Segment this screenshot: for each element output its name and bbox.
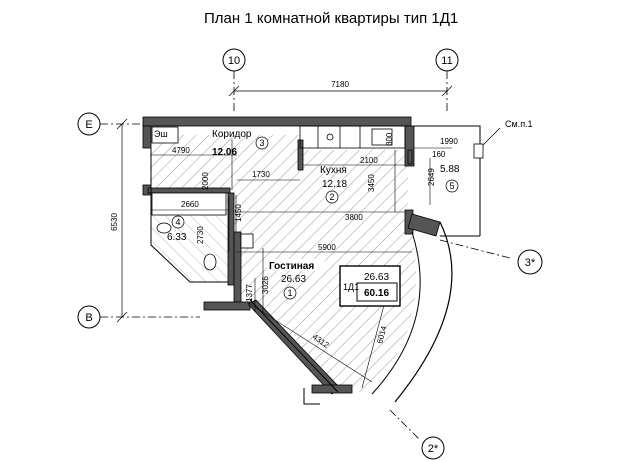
axis-label-b: В: [85, 312, 92, 324]
room-number-bathroom: 4: [175, 217, 180, 227]
room-number-kitchen: 2: [329, 192, 334, 202]
room-name-living: Гостиная: [269, 261, 314, 272]
axis-label-3star: 3*: [525, 257, 536, 269]
axis-marker-2star: [421, 436, 445, 460]
dim-3026: 3026: [261, 276, 270, 294]
summary-unit-code: 1Д1: [343, 282, 359, 292]
dim-4790: 4790: [172, 146, 190, 155]
dim-2100: 2100: [360, 156, 378, 165]
room-number-corridor: 3: [259, 138, 264, 148]
corridor-floor-hatch: [150, 135, 300, 232]
summary-total-area: 60.16: [364, 288, 389, 299]
room-area-balcony: 5.88: [440, 164, 460, 175]
dim-1990: 1990: [440, 137, 458, 146]
room-number-marker-bathroom: [171, 215, 185, 229]
axis-marker-11: [435, 48, 459, 72]
dim-3450: 3450: [367, 174, 376, 192]
room-number-marker-living: [283, 286, 297, 300]
axis-label-10: 10: [228, 55, 240, 67]
room-name-corridor: Коридор: [212, 129, 252, 140]
dim-1450: 1450: [234, 204, 243, 222]
dim-5900: 5900: [318, 243, 336, 252]
dim-160: 160: [432, 150, 446, 159]
dim-1377: 1377: [245, 284, 254, 302]
axis-marker-e: [77, 112, 101, 136]
interior-dimension-lines: [151, 139, 452, 389]
shaft-label: Эш: [154, 129, 168, 139]
room-area-kitchen: 12.18: [322, 179, 347, 190]
grid-axes: [100, 71, 511, 441]
dim-1730: 1730: [252, 170, 270, 179]
axis-marker-3star: [517, 249, 543, 275]
dim-2000: 2000: [201, 172, 210, 190]
overall-dimension-lines: [116, 85, 453, 323]
axis-marker-10: [222, 48, 246, 72]
axis-label-2star: 2*: [428, 443, 439, 455]
dim-2730: 2730: [196, 226, 205, 244]
room-outlines: [150, 125, 481, 405]
axis-label-e: Е: [85, 119, 92, 131]
balcony-note: См.п.1: [505, 119, 533, 129]
apartment-summary: 1Д1 26.63 60.16: [339, 265, 401, 307]
dim-overall-height: 6530: [110, 213, 119, 231]
dim-overall-width: 7180: [331, 80, 349, 89]
dim-3800: 3800: [345, 213, 363, 222]
room-area-living: 26.63: [281, 274, 306, 285]
axis-marker-b: [77, 305, 101, 329]
room-name-kitchen: Кухня: [320, 165, 347, 176]
room-number-balcony: 5: [449, 181, 454, 191]
axis-label-11: 11: [441, 55, 452, 67]
room-name-living-bg: [267, 259, 325, 271]
room-number-marker-kitchen: [325, 190, 339, 204]
dim-2649: 2649: [427, 168, 436, 186]
bathroom-fixtures: [151, 192, 254, 271]
kitchen-counter: [299, 125, 413, 165]
room-area-corridor: 12.06: [212, 147, 237, 158]
plan-title: План 1 комнатной квартиры тип 1Д1: [204, 10, 458, 27]
room-number-living: 1: [287, 288, 292, 298]
summary-living-area: 26.63: [364, 272, 389, 283]
shaft-box: [151, 126, 179, 144]
kitchen-floor-hatch: [236, 150, 408, 232]
dim-800: 800: [385, 132, 394, 146]
room-number-marker-balcony: [445, 179, 459, 193]
balcony-unit: [473, 143, 484, 159]
dim-2660: 2660: [181, 200, 199, 209]
room-area-bathroom: 6.33: [167, 232, 187, 243]
room-number-marker-corridor: [255, 136, 269, 150]
